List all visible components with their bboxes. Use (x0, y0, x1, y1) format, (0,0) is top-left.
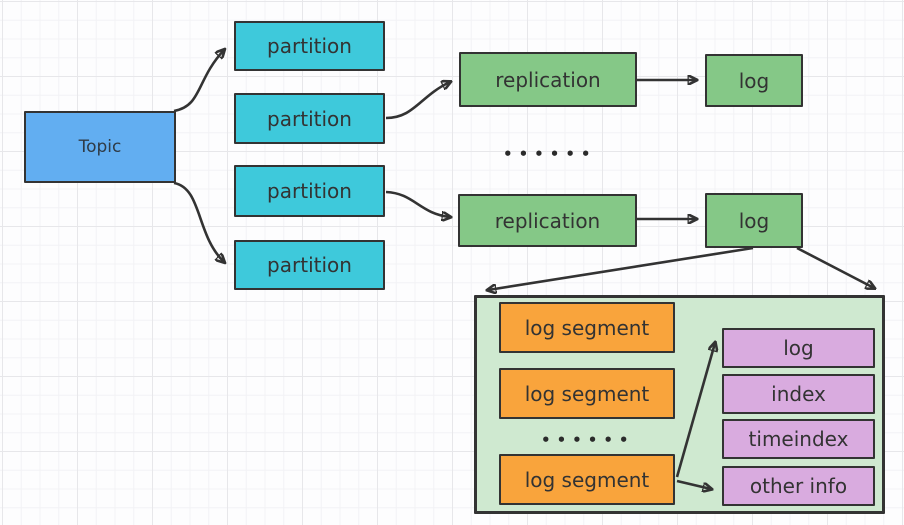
arrow-log2-to-detail-right (796, 246, 874, 288)
node-partition-1: partition (234, 21, 385, 71)
node-partition-2-label: partition (267, 106, 352, 131)
node-topic-label: Topic (78, 136, 122, 157)
node-file-timeindex-label: timeindex (748, 427, 849, 451)
arrow-log2-to-detail-left (488, 246, 754, 290)
node-replication-2: replication (458, 194, 637, 247)
node-log-segment-1: log segment (499, 302, 675, 353)
node-replication-2-label: replication (494, 208, 601, 233)
node-log-2-label: log (738, 208, 770, 233)
node-partition-3: partition (234, 165, 385, 217)
node-partition-2: partition (234, 93, 385, 144)
arrow-topic-to-partition4 (173, 181, 224, 262)
node-log-segment-2: log segment (499, 368, 675, 419)
node-partition-3-label: partition (267, 179, 352, 203)
node-log-1-label: log (738, 68, 770, 93)
node-log-segment-2-label: log segment (524, 381, 650, 406)
arrow-partition3-to-replication2 (385, 190, 450, 217)
node-file-timeindex: timeindex (722, 419, 875, 459)
ellipsis-log-segments: •••••• (541, 431, 635, 449)
node-partition-4-label: partition (267, 253, 352, 277)
node-partition-1-label: partition (267, 34, 352, 58)
node-log-segment-3-label: log segment (524, 467, 650, 492)
node-replication-1: replication (459, 52, 637, 107)
node-log-1: log (705, 54, 803, 107)
ellipsis-replications: •••••• (503, 145, 597, 163)
node-replication-1-label: replication (495, 67, 601, 92)
node-file-log: log (722, 328, 875, 368)
node-file-other-info: other info (722, 466, 875, 506)
node-log-2: log (705, 193, 803, 248)
node-file-log-label: log (783, 336, 814, 360)
node-topic: Topic (24, 111, 176, 183)
node-file-index-label: index (771, 382, 826, 406)
arrow-partition2-to-replication1 (385, 82, 450, 120)
node-file-other-info-label: other info (749, 474, 848, 498)
node-log-segment-3: log segment (499, 454, 675, 505)
node-partition-4: partition (234, 240, 385, 290)
node-file-index: index (722, 374, 875, 414)
node-log-segment-1-label: log segment (524, 315, 650, 340)
arrow-topic-to-partition1 (173, 50, 224, 113)
